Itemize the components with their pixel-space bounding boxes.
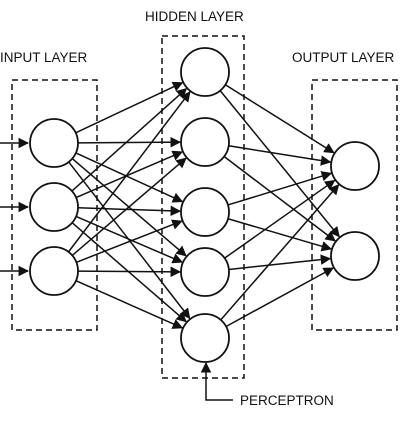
nodes (29, 47, 380, 363)
hidden-node-5 (180, 313, 230, 363)
connection-input-2-hidden-3 (77, 205, 182, 217)
connection-input-1-hidden-1 (75, 81, 184, 134)
hidden-node-2 (180, 117, 230, 167)
connection-hidden-3-output-1 (227, 171, 333, 206)
connection-input-2-hidden-1 (71, 87, 188, 192)
connection-input-1-hidden-3 (75, 152, 184, 203)
connection-hidden-3-output-2 (227, 218, 333, 252)
connection-hidden-5-output-2 (225, 267, 334, 328)
connection-hidden-4-output-1 (224, 179, 336, 259)
connection-input-3-hidden-5 (75, 280, 184, 329)
hidden-node-3 (180, 187, 230, 237)
output-layer-label: OUTPUT LAYER (292, 50, 395, 65)
connection-hidden-2-output-1 (228, 145, 332, 166)
connection-input-1-hidden-2 (77, 136, 182, 148)
hidden-layer-box (161, 35, 245, 379)
connection-input-3-hidden-3 (76, 219, 183, 263)
perceptron-label: PERCEPTRON (240, 393, 334, 408)
input-arrows (0, 137, 30, 277)
input-node-3 (29, 246, 79, 296)
input-node-2 (29, 182, 79, 232)
connection-input-2-hidden-2 (75, 150, 184, 199)
connection-hidden-1-output-1 (224, 84, 335, 154)
input-node-1 (29, 118, 79, 168)
output-layer-box (311, 79, 398, 331)
input-layer-box (11, 79, 98, 331)
connection-input-2-hidden-4 (75, 215, 184, 264)
connection-input-3-hidden-4 (77, 266, 182, 278)
hidden-layer-label: HIDDEN LAYER (145, 9, 244, 24)
connection-hidden-2-output-2 (223, 155, 336, 242)
connection-input-3-hidden-2 (71, 157, 187, 256)
connections (67, 81, 340, 329)
connection-hidden-5-output-1 (220, 184, 340, 321)
output-node-1 (330, 141, 380, 191)
perceptron-pointer-line (200, 361, 233, 401)
hidden-node-1 (180, 47, 230, 97)
connection-hidden-4-output-2 (228, 254, 332, 271)
input-layer-label: INPUT LAYER (0, 50, 88, 65)
hidden-node-4 (180, 247, 230, 297)
connection-input-3-hidden-1 (67, 91, 191, 253)
connection-hidden-1-output-2 (219, 90, 340, 238)
output-node-2 (330, 231, 380, 281)
